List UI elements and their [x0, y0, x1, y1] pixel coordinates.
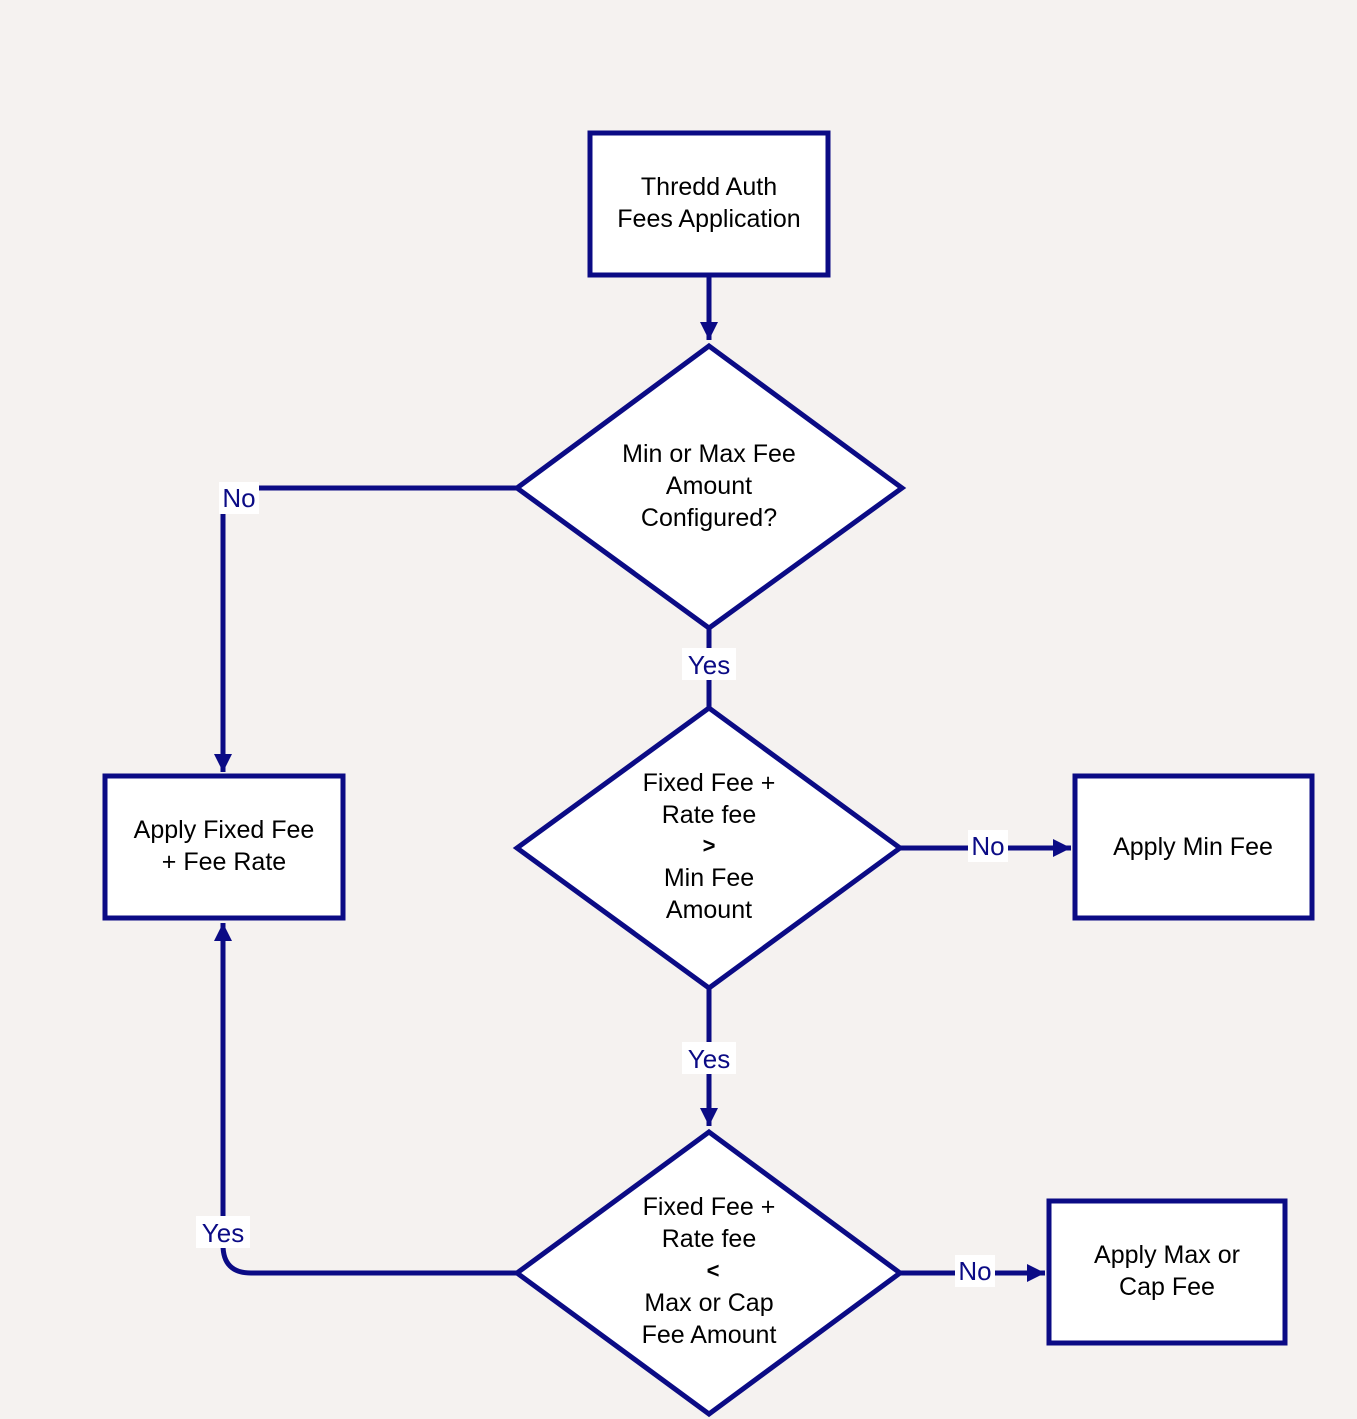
decision-configured-line3: Configured? — [641, 504, 777, 532]
decision-min-operator: > — [703, 833, 716, 858]
apply-max-fee-node: Apply Max or Cap Fee — [1046, 1198, 1288, 1346]
decision-configured-line1: Min or Max Fee — [622, 440, 796, 468]
decision-min-line1: Fixed Fee + — [643, 769, 776, 797]
decision-max-fee: Fixed Fee + Rate fee < Max or Cap Fee Am… — [512, 1128, 905, 1418]
apply-max-line1: Apply Max or — [1094, 1241, 1240, 1269]
label-configured-yes: Yes — [688, 650, 730, 680]
apply-fixed-line2: + Fee Rate — [162, 848, 286, 876]
decision-max-operator: < — [707, 1258, 720, 1283]
decision-configured: Min or Max Fee Amount Configured? — [512, 342, 907, 632]
apply-fixed-fee-node: Apply Fixed Fee + Fee Rate — [102, 773, 346, 921]
decision-max-line4: Max or Cap — [644, 1289, 773, 1317]
label-max-no: No — [958, 1256, 991, 1286]
apply-min-line1: Apply Min Fee — [1113, 833, 1273, 861]
apply-max-line2: Cap Fee — [1119, 1273, 1215, 1301]
decision-configured-line2: Amount — [666, 472, 752, 500]
edge-labels: No Yes No Yes Yes No — [196, 482, 1008, 1287]
label-configured-no: No — [222, 483, 255, 513]
decision-min-line2: Rate fee — [662, 801, 757, 829]
decision-min-line5: Amount — [666, 896, 752, 924]
decision-max-line1: Fixed Fee + — [643, 1193, 776, 1221]
decision-max-line5: Fee Amount — [642, 1321, 777, 1349]
start-node-line1: Thredd Auth — [641, 173, 777, 201]
label-max-yes: Yes — [202, 1218, 244, 1248]
label-min-no: No — [971, 831, 1004, 861]
start-node-line2: Fees Application — [617, 205, 800, 233]
start-node: Thredd Auth Fees Application — [587, 130, 831, 278]
decision-min-line4: Min Fee — [664, 864, 754, 892]
apply-min-fee-node: Apply Min Fee — [1072, 773, 1315, 921]
apply-fixed-line1: Apply Fixed Fee — [134, 816, 315, 844]
label-min-yes: Yes — [688, 1044, 730, 1074]
decision-max-line2: Rate fee — [662, 1225, 757, 1253]
decision-min-fee: Fixed Fee + Rate fee > Min Fee Amount — [512, 704, 905, 992]
